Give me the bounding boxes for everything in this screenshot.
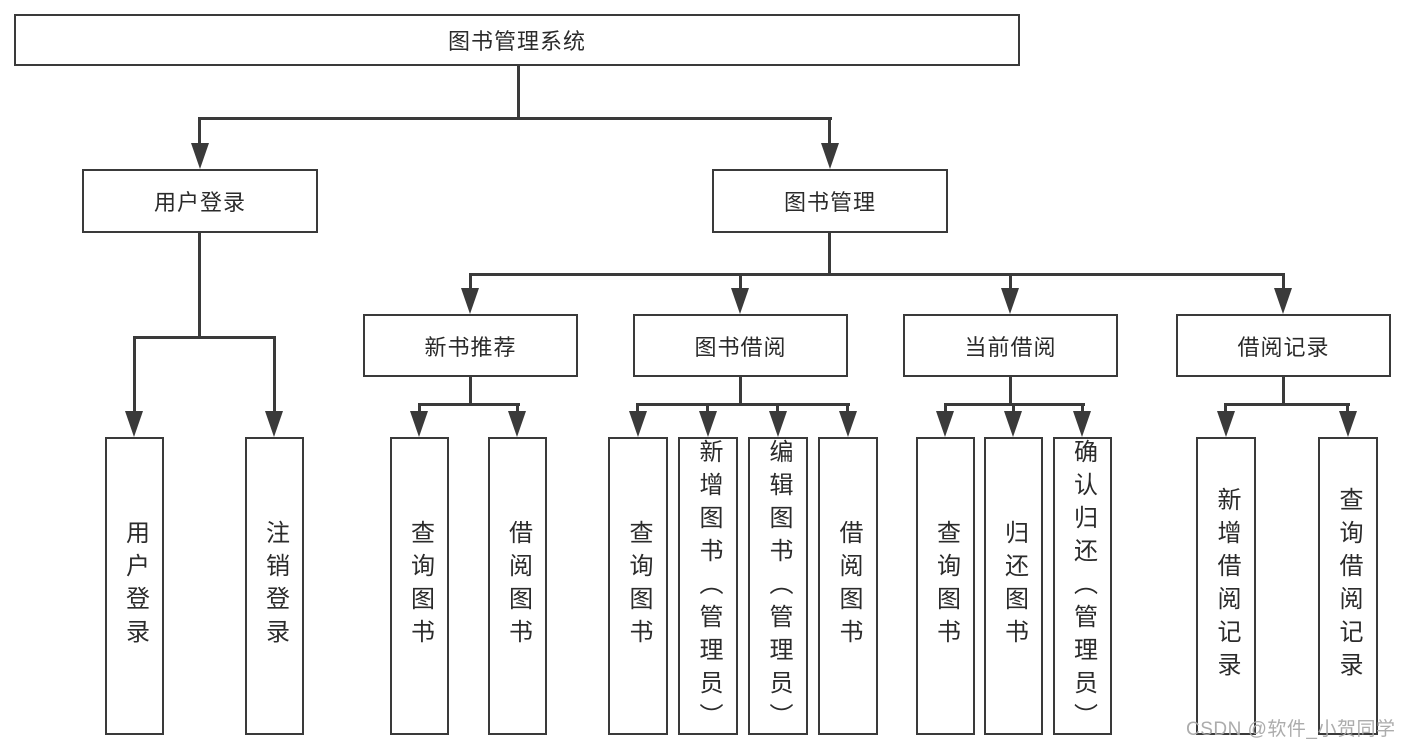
connector-line bbox=[133, 336, 276, 339]
node-query-books: 查询图书 bbox=[608, 437, 668, 735]
connector-line bbox=[828, 233, 831, 276]
arrow-down-icon bbox=[125, 411, 143, 437]
connector-line bbox=[636, 403, 639, 415]
node-query-books: 查询图书 bbox=[390, 437, 449, 735]
arrow-down-icon bbox=[839, 411, 857, 437]
node-label: 当前借阅 bbox=[964, 334, 1057, 360]
connector-line bbox=[828, 117, 831, 147]
node-label: 用户登录 bbox=[121, 520, 149, 652]
node-confirm-return-admin: 确认归还（管理员） bbox=[1053, 437, 1112, 736]
node-label: 查询图书 bbox=[406, 520, 434, 652]
connector-line bbox=[636, 403, 850, 406]
arrow-down-icon bbox=[1073, 411, 1091, 437]
node-label: 新书推荐 bbox=[424, 334, 517, 360]
connector-line bbox=[418, 403, 520, 406]
connector-line bbox=[846, 403, 849, 415]
node-label: 确认归还（管理员） bbox=[1069, 439, 1097, 736]
node-label: 归还图书 bbox=[1000, 520, 1028, 652]
node-label: 用户登录 bbox=[153, 190, 246, 215]
arrow-down-icon bbox=[1274, 288, 1292, 314]
connector-line bbox=[1282, 377, 1285, 406]
arrow-down-icon bbox=[508, 411, 526, 437]
connector-line bbox=[1081, 403, 1084, 415]
connector-line bbox=[1346, 403, 1349, 415]
node-label: 注销登录 bbox=[261, 520, 289, 652]
node-label: 查询图书 bbox=[625, 520, 652, 652]
arrow-down-icon bbox=[821, 143, 839, 169]
connector-line bbox=[776, 403, 779, 415]
connector-line bbox=[1009, 273, 1012, 291]
node-current-borrowing: 当前借阅 bbox=[903, 314, 1118, 377]
connector-line bbox=[133, 336, 136, 414]
connector-line bbox=[1282, 273, 1285, 291]
arrow-down-icon bbox=[1004, 411, 1022, 437]
node-add-borrow-record: 新增借阅记录 bbox=[1196, 437, 1256, 735]
connector-line bbox=[198, 233, 201, 339]
node-new-book-recommendation: 新书推荐 bbox=[363, 314, 578, 377]
arrow-down-icon bbox=[1339, 411, 1357, 437]
connector-line bbox=[469, 273, 472, 291]
connector-line bbox=[469, 377, 472, 406]
node-label: 新增借阅记录 bbox=[1213, 487, 1240, 685]
node-label: 图书管理 bbox=[783, 190, 876, 215]
node-label: 查询图书 bbox=[932, 520, 960, 652]
node-label: 图书借阅 bbox=[694, 334, 787, 360]
connector-line bbox=[1224, 403, 1350, 406]
connector-line bbox=[273, 336, 276, 414]
node-book-management: 图书管理 bbox=[712, 169, 948, 233]
arrow-down-icon bbox=[191, 143, 209, 169]
connector-line bbox=[1224, 403, 1227, 415]
arrow-down-icon bbox=[1001, 288, 1019, 314]
connector-line bbox=[706, 403, 709, 415]
node-borrow-books: 借阅图书 bbox=[488, 437, 547, 735]
arrow-down-icon bbox=[731, 288, 749, 314]
connector-line bbox=[418, 403, 421, 415]
node-query-borrow-record: 查询借阅记录 bbox=[1318, 437, 1378, 735]
connector-line bbox=[739, 377, 742, 406]
connector-line bbox=[944, 403, 947, 415]
node-user-login: 用户登录 bbox=[82, 169, 318, 233]
node-library-management-system: 图书管理系统 bbox=[14, 14, 1020, 66]
arrow-down-icon bbox=[265, 411, 283, 437]
node-label: 编辑图书（管理员） bbox=[765, 439, 792, 736]
connector-line bbox=[469, 273, 1285, 276]
node-add-books-admin: 新增图书（管理员） bbox=[678, 437, 738, 736]
arrow-down-icon bbox=[410, 411, 428, 437]
node-return-books: 归还图书 bbox=[984, 437, 1043, 735]
arrow-down-icon bbox=[461, 288, 479, 314]
node-label: 图书管理系统 bbox=[447, 29, 586, 54]
connector-line bbox=[517, 66, 520, 118]
connector-line bbox=[1012, 403, 1015, 415]
node-logout: 注销登录 bbox=[245, 437, 304, 735]
arrow-down-icon bbox=[1217, 411, 1235, 437]
node-edit-books-admin: 编辑图书（管理员） bbox=[748, 437, 808, 736]
watermark-text: CSDN @软件_小贺同学 bbox=[1186, 719, 1396, 740]
arrow-down-icon bbox=[699, 411, 717, 437]
node-label: 新增图书（管理员） bbox=[695, 439, 722, 736]
arrow-down-icon bbox=[936, 411, 954, 437]
arrow-down-icon bbox=[769, 411, 787, 437]
connector-line bbox=[739, 273, 742, 291]
connector-line bbox=[516, 403, 519, 415]
node-book-borrowing: 图书借阅 bbox=[633, 314, 848, 377]
node-query-books: 查询图书 bbox=[916, 437, 975, 735]
connector-line bbox=[198, 117, 201, 147]
node-label: 借阅图书 bbox=[835, 520, 862, 652]
node-borrow-books: 借阅图书 bbox=[818, 437, 878, 735]
node-label: 借阅记录 bbox=[1237, 334, 1330, 360]
arrow-down-icon bbox=[629, 411, 647, 437]
node-borrowing-records: 借阅记录 bbox=[1176, 314, 1391, 377]
node-label: 借阅图书 bbox=[504, 520, 532, 652]
node-label: 查询借阅记录 bbox=[1335, 487, 1362, 685]
connector-line bbox=[1009, 377, 1012, 406]
node-user-login-leaf: 用户登录 bbox=[105, 437, 164, 735]
connector-line bbox=[198, 117, 832, 120]
